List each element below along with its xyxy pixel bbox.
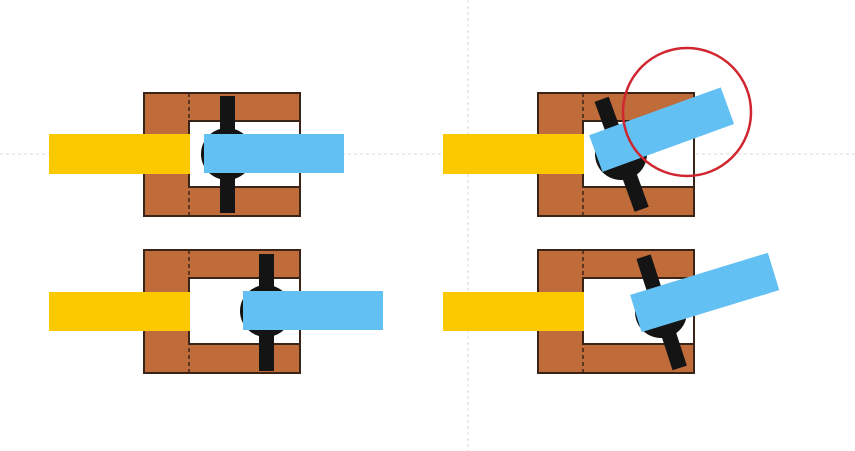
panel-bottom-right [443, 249, 780, 374]
blue-arm [630, 252, 780, 333]
blue-arm [204, 134, 344, 173]
panel-top-right [443, 46, 753, 217]
highlight-ring [621, 46, 753, 178]
blue-arm [589, 87, 735, 172]
yellow-arm [443, 292, 584, 331]
yellow-arm [49, 292, 190, 331]
panel-bottom-left [49, 249, 383, 374]
yellow-arm [49, 134, 190, 174]
yellow-arm [443, 134, 584, 174]
panel-top-left [49, 92, 344, 217]
blue-arm [243, 291, 383, 330]
